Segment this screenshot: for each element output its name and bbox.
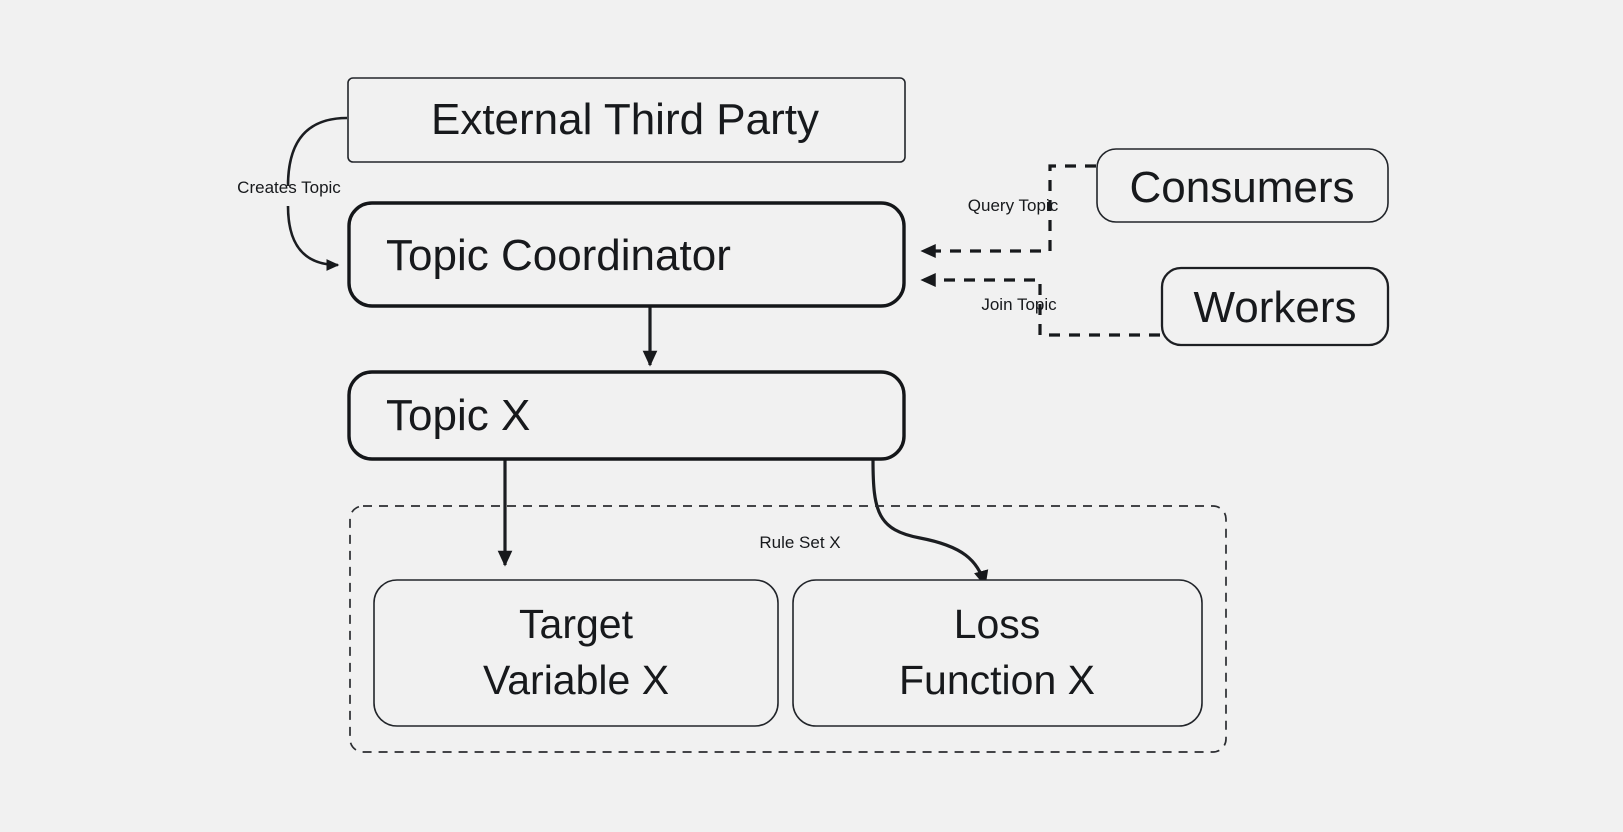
edge-creates-topic-upper-segment	[286, 116, 348, 187]
edge-creates-topic-lower-segment	[286, 205, 340, 271]
node-external-third-party-label: External Third Party	[431, 95, 819, 144]
group-label-rule-set-x: Rule Set X	[759, 533, 840, 552]
node-external-third-party-shape[interactable]	[347, 77, 906, 163]
edge-label-creates-topic: Creates Topic	[237, 178, 341, 197]
node-workers-shape[interactable]	[1160, 266, 1390, 347]
edge-label-query-topic: Query Topic	[968, 196, 1059, 215]
edge-topic-x-to-loss-function	[871, 459, 989, 587]
edge-query-topic	[920, 164, 1096, 259]
edge-label-join-topic: Join Topic	[981, 295, 1057, 314]
node-consumers-shape[interactable]	[1096, 148, 1389, 223]
group-rule-set-x	[349, 505, 1227, 753]
node-consumers-label: Consumers	[1130, 163, 1355, 212]
node-topic-coordinator-shape[interactable]	[347, 201, 906, 308]
node-topic-coordinator-label: Topic Coordinator	[386, 231, 731, 280]
edge-join-topic	[920, 272, 1160, 337]
node-topic-x-label: Topic X	[386, 391, 530, 440]
node-topic-x-shape[interactable]	[347, 370, 906, 461]
node-loss-function-x-label-line2: Function X	[899, 657, 1095, 703]
node-workers-label: Workers	[1194, 283, 1357, 332]
node-target-variable-x-label-line2: Variable X	[483, 657, 669, 703]
node-target-variable-x-shape[interactable]	[373, 579, 779, 727]
node-target-variable-x-label-line1: Target	[519, 601, 634, 647]
node-loss-function-x-label-line1: Loss	[954, 601, 1041, 647]
node-loss-function-x-shape[interactable]	[792, 579, 1203, 727]
edge-creates-topic	[286, 116, 348, 271]
